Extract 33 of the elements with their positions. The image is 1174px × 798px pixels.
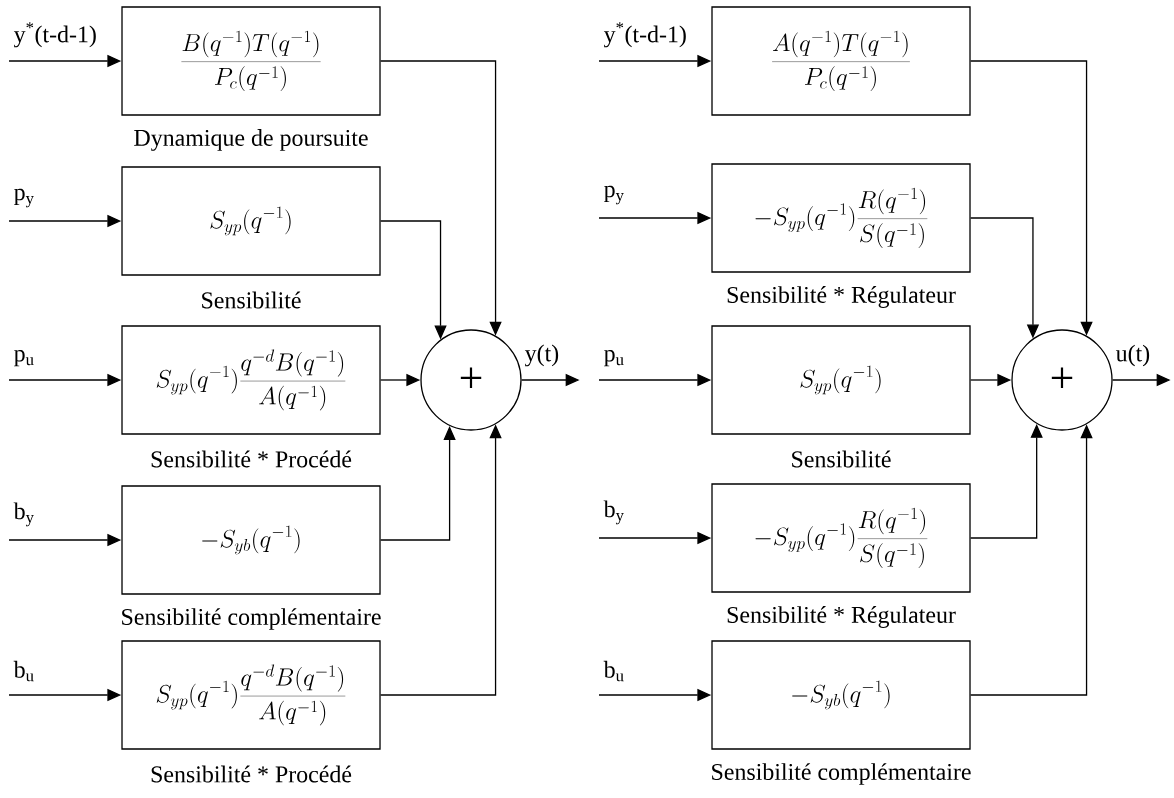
- process-box: $S_{yp}(q^{-1})$: [711, 325, 971, 435]
- signal-label: y(t): [523, 343, 561, 368]
- process-box: $S_{yp}(q^{-1})\frac{q^{-d}B(q^{-1})}{A(q^{-1})}$: [121, 325, 381, 435]
- node-label: Sensibilité complémentaire: [122, 608, 381, 630]
- process-box: $\frac{B(q^{-1})T(q^{-1})}{P_c(q^{-1})}$: [121, 6, 381, 116]
- signal-label: p$_{u}$: [12, 349, 36, 368]
- node-label: Sensibilité: [202, 291, 301, 309]
- signal-label: u(t): [1114, 343, 1152, 368]
- signal-label: b$_{u}$: [602, 659, 626, 683]
- node-label: Sensibilité * Régulateur: [727, 606, 956, 628]
- node-label: Sensibilité complémentaire: [712, 763, 971, 785]
- signal-label: p$_{y}$: [12, 187, 36, 209]
- process-box: $S_{yp}(q^{-1})$: [121, 166, 381, 276]
- signal-label: b$_{y}$: [602, 499, 626, 526]
- signal-label: y$^{*}$(t-d-1): [12, 21, 98, 49]
- process-box: $\frac{A(q^{-1})T(q^{-1})}{P_c(q^{-1})}$: [711, 6, 971, 116]
- process-box: $-S_{yp}(q^{-1})\frac{R(q^{-1})}{S(q^{-1})}$: [711, 163, 971, 273]
- summing-junction: +: [1011, 329, 1113, 431]
- signal-label: b$_{y}$: [12, 501, 36, 528]
- signal-label: y$^{*}$(t-d-1): [602, 21, 688, 49]
- node-label: Sensibilité * Régulateur: [727, 286, 956, 308]
- process-box: $S_{yp}(q^{-1})\frac{q^{-d}B(q^{-1})}{A(q^{-1})}$: [121, 640, 381, 750]
- node-label: Sensibilité: [792, 450, 891, 468]
- summing-junction: +: [420, 329, 522, 431]
- node-label: Dynamique de poursuite: [134, 129, 368, 151]
- node-label: Sensibilité * Procédé: [151, 450, 352, 468]
- process-box: $-S_{yb}(q^{-1})$: [121, 485, 381, 595]
- process-box: $-S_{yp}(q^{-1})\frac{R(q^{-1})}{S(q^{-1})}$: [711, 483, 971, 593]
- signal-label: b$_{u}$: [12, 659, 36, 683]
- signal-label: p$_{y}$: [602, 184, 626, 206]
- process-box: $-S_{yb}(q^{-1})$: [711, 640, 971, 750]
- signal-label: p$_{u}$: [602, 349, 626, 368]
- node-label: Sensibilité * Procédé: [151, 765, 352, 783]
